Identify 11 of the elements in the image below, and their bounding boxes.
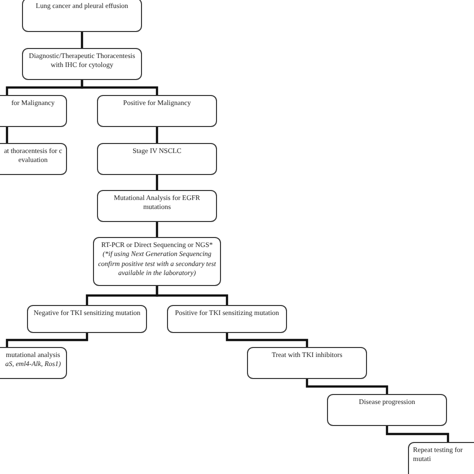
connector-line: [156, 286, 228, 305]
connector-line: [6, 127, 8, 143]
connector-line: [386, 426, 450, 442]
connector-line: [80, 80, 158, 95]
connector-line: [156, 175, 158, 190]
connector-line: [226, 333, 308, 347]
connector-line: [156, 127, 158, 143]
connector-line: [80, 32, 84, 48]
connector-line: [306, 379, 388, 394]
connector-line: [156, 222, 158, 237]
connector-line: [6, 333, 88, 347]
